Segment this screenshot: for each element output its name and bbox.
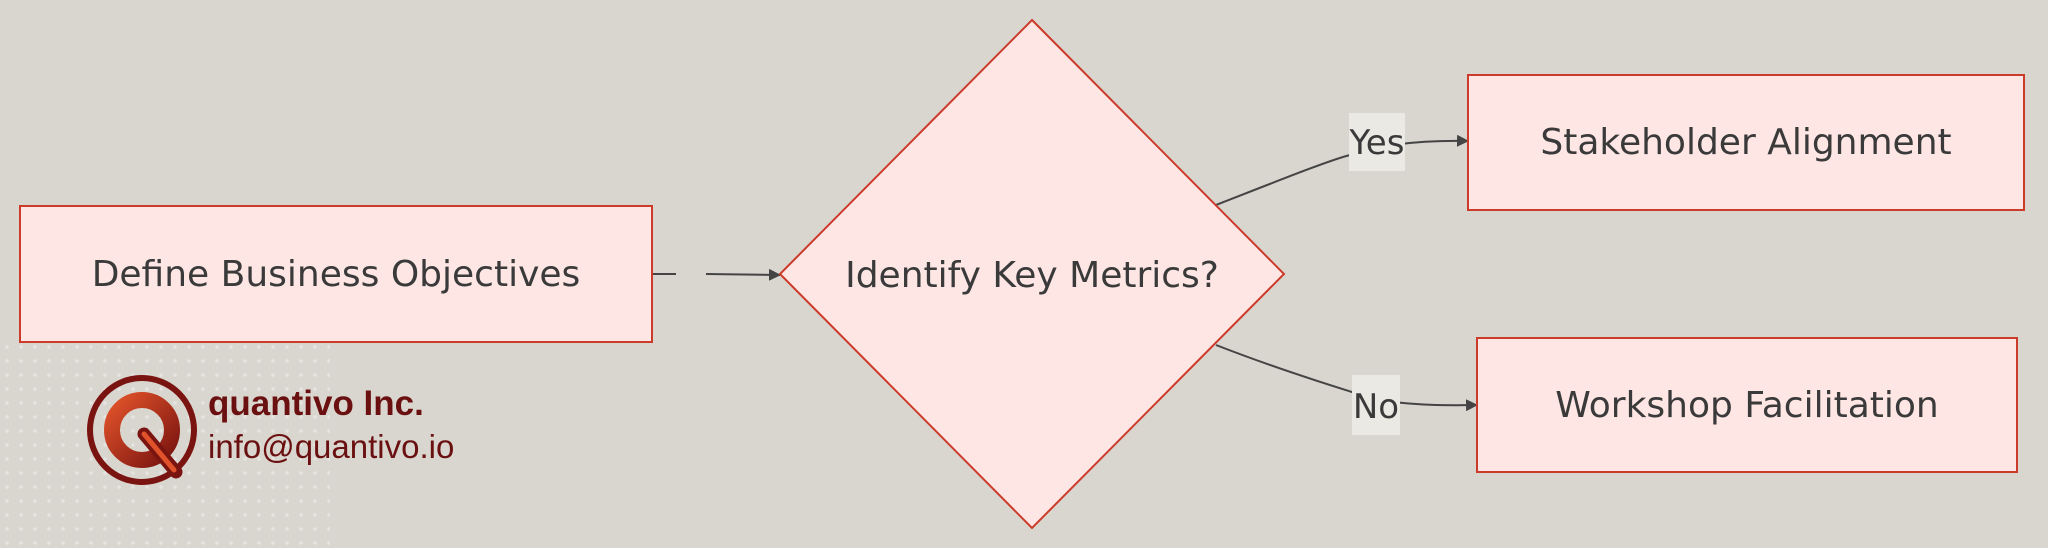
node-label: Stakeholder Alignment (1540, 122, 1951, 163)
node-define-business-objectives: Define Business Objectives (19, 205, 653, 343)
q-logo-icon (84, 372, 200, 488)
edge-label-bg (1349, 113, 1405, 171)
company-name: quantivo Inc. (208, 384, 424, 423)
company-email: info@quantivo.io (208, 428, 455, 465)
edge-start-to-decision (652, 268, 781, 281)
node-workshop-facilitation: Workshop Facilitation (1476, 337, 2018, 473)
node-label: Define Business Objectives (92, 254, 581, 295)
node-stakeholder-alignment: Stakeholder Alignment (1467, 74, 2025, 211)
node-label: Identify Key Metrics? (845, 255, 1219, 296)
edge-label-no: No (1353, 387, 1399, 427)
edge-label-bg (1352, 375, 1400, 435)
node-identify-key-metrics-decision: Identify Key Metrics? (778, 18, 1286, 530)
edge-no: No (1215, 344, 1478, 435)
edge-label-yes: Yes (1349, 123, 1405, 163)
edge-yes: Yes (1215, 113, 1469, 206)
node-label: Workshop Facilitation (1555, 385, 1938, 426)
